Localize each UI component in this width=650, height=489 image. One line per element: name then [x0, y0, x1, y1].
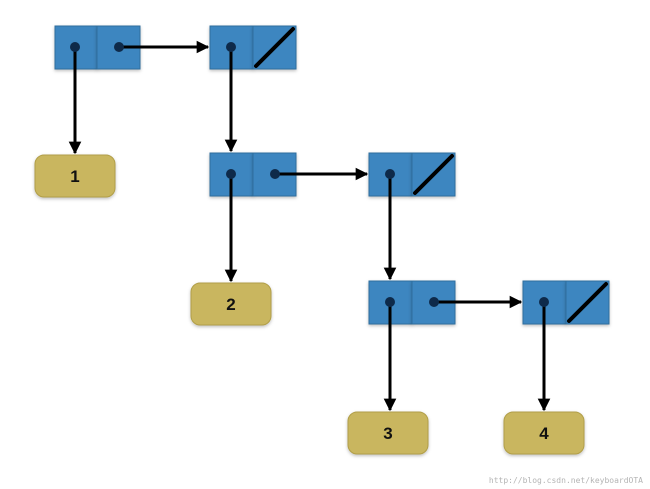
value-box-1: 1 [34, 154, 116, 198]
pair-1-car-dot [70, 42, 80, 52]
value-box-4: 4 [503, 411, 585, 455]
pair-2-car-dot [226, 42, 236, 52]
value-label-4: 4 [539, 424, 549, 443]
pair-3-cdr-dot [270, 169, 280, 179]
pair-5-cdr-dot [429, 297, 439, 307]
value-label-1: 1 [70, 167, 79, 186]
cons-pair-2 [209, 25, 297, 70]
pair-1-cdr-dot [114, 42, 124, 52]
pair-4-null-slash [413, 154, 454, 195]
cons-pair-6 [522, 280, 610, 325]
value-box-2: 2 [190, 282, 272, 326]
value-box-3: 3 [347, 411, 429, 455]
cons-pair-1 [54, 25, 141, 70]
cons-pair-5 [368, 280, 456, 325]
watermark-text: http://blog.csdn.net/keyboardOTA [489, 476, 643, 485]
pair-6-null-slash [567, 282, 608, 323]
cons-pair-4 [368, 152, 456, 197]
pair-3-car-dot [226, 169, 236, 179]
pair-2-null-slash [254, 27, 295, 68]
pair-6-car-dot [539, 297, 549, 307]
pair-5-car-dot [385, 297, 395, 307]
value-label-3: 3 [383, 424, 392, 443]
value-label-2: 2 [226, 295, 235, 314]
pair-4-car-dot [385, 169, 395, 179]
